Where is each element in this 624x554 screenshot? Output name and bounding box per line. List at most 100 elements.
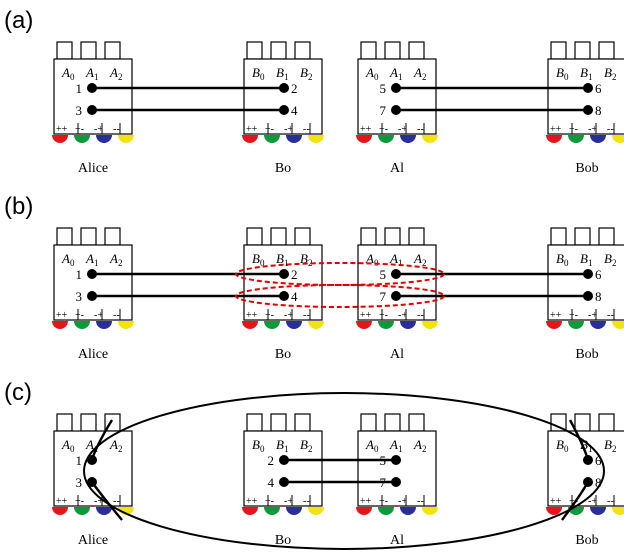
panel-label: (c) [4, 379, 32, 406]
setting-header-base: B [580, 65, 588, 80]
connections [92, 262, 588, 308]
outcome-label: ++ [56, 310, 68, 321]
setting-tab-0 [246, 413, 263, 432]
setting-header-base: A [61, 437, 70, 452]
outcome-indicator-0 [356, 507, 372, 515]
port-label: 8 [595, 475, 602, 490]
outcome-label: ++ [360, 496, 372, 507]
setting-tab-1 [270, 413, 287, 432]
outcome-label: +- [379, 124, 388, 135]
outcome-label: -- [607, 496, 614, 507]
setting-header-sub: 2 [422, 258, 427, 268]
setting-header-base: B [276, 251, 284, 266]
outcome-indicator-0 [52, 135, 68, 143]
device-body [243, 58, 323, 135]
outcome-label: ++ [550, 124, 562, 135]
outcome-label: -+ [94, 124, 103, 135]
setting-header: A0 [61, 65, 75, 82]
setting-tab-2 [294, 41, 311, 60]
setting-tab-1 [384, 413, 401, 432]
outcome-indicator-2 [286, 135, 302, 143]
setting-tab-0 [360, 227, 377, 246]
setting-header-sub: 1 [588, 72, 593, 82]
setting-header-sub: 1 [94, 258, 99, 268]
outcome-indicator-3 [308, 321, 324, 329]
port-label: 6 [595, 453, 602, 468]
device-name: Bob [575, 161, 598, 176]
outcome-indicator-0 [546, 135, 562, 143]
device-name: Alice [78, 161, 108, 176]
setting-header: B2 [300, 251, 312, 268]
setting-header-base: A [389, 437, 398, 452]
port-label: 3 [76, 289, 83, 304]
device-name: Al [390, 347, 404, 362]
setting-header-base: B [252, 65, 260, 80]
outcome-label: -+ [588, 124, 597, 135]
outcome-indicator-0 [546, 507, 562, 515]
setting-header: A2 [109, 437, 122, 454]
setting-tab-0 [56, 41, 73, 60]
setting-header-base: A [413, 251, 422, 266]
outcome-indicator-2 [286, 507, 302, 515]
setting-header: B0 [252, 65, 265, 82]
setting-header-sub: 2 [422, 72, 427, 82]
setting-header: A2 [413, 251, 426, 268]
setting-header-base: A [85, 437, 94, 452]
outcome-indicator-3 [612, 507, 624, 515]
setting-header-sub: 1 [398, 444, 403, 454]
setting-header-sub: 1 [284, 72, 289, 82]
outcome-label: +- [379, 496, 388, 507]
setting-header-base: A [109, 251, 118, 266]
outcome-label: -+ [588, 496, 597, 507]
outcome-label: +- [569, 496, 578, 507]
outcome-indicator-2 [590, 507, 606, 515]
outcome-indicator-1 [378, 507, 394, 515]
setting-header-sub: 0 [70, 258, 75, 268]
outcome-label: -- [607, 124, 614, 135]
setting-tab-0 [360, 41, 377, 60]
setting-header-base: B [276, 437, 284, 452]
outcome-label: -+ [398, 124, 407, 135]
setting-header: B2 [300, 437, 312, 454]
port-label: 4 [291, 289, 298, 304]
port-label: 3 [76, 475, 83, 490]
outcome-label: +- [265, 124, 274, 135]
device-body [547, 244, 624, 321]
setting-tab-2 [294, 227, 311, 246]
device-name: Al [390, 533, 404, 548]
port-label: 1 [76, 453, 83, 468]
outcome-label: ++ [360, 310, 372, 321]
outcome-label: +- [75, 124, 84, 135]
port-label: 2 [291, 267, 298, 282]
setting-header-base: A [109, 65, 118, 80]
outcome-indicator-3 [118, 507, 134, 515]
outcome-indicator-3 [612, 135, 624, 143]
connections [83, 392, 605, 550]
setting-header-base: A [365, 65, 374, 80]
outcome-label: ++ [56, 496, 68, 507]
setting-header: B1 [580, 437, 592, 454]
port-label: 2 [291, 81, 298, 96]
outcome-indicator-2 [96, 507, 112, 515]
port-label: 1 [76, 81, 83, 96]
setting-tab-1 [574, 41, 591, 60]
joint-measurement-ellipse [235, 262, 445, 286]
outcome-indicator-3 [422, 321, 438, 329]
device-name: Bo [275, 347, 291, 362]
setting-header: B1 [276, 437, 288, 454]
setting-tab-1 [80, 413, 97, 432]
setting-header-base: A [109, 437, 118, 452]
outcome-indicator-0 [52, 321, 68, 329]
setting-header-sub: 2 [118, 258, 123, 268]
port-label: 4 [291, 103, 298, 118]
outcome-indicator-1 [378, 321, 394, 329]
outcome-indicator-1 [74, 135, 90, 143]
setting-tab-1 [384, 227, 401, 246]
outcome-label: -- [417, 496, 424, 507]
setting-tab-2 [104, 41, 121, 60]
setting-header-base: B [252, 437, 260, 452]
